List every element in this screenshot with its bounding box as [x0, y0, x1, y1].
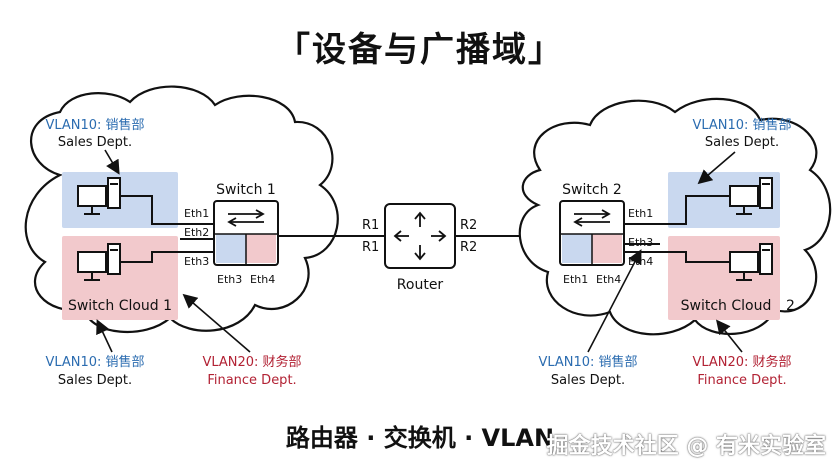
- right-top-dept-label: Sales Dept.: [705, 135, 779, 150]
- left-finance-pc-icon: [77, 243, 121, 281]
- left-top-vlan-label: VLAN10: 销售部: [45, 117, 144, 133]
- right-sales-pc-icon: [729, 177, 773, 215]
- switch1-arrows-icon: [227, 209, 265, 227]
- switch2-port-vlan20: [592, 234, 622, 263]
- right-bottom-left-vlan: VLAN10: 销售部: [538, 354, 637, 370]
- switch1-label: Switch 1: [216, 182, 276, 198]
- switch2-arrows-icon: [573, 209, 611, 227]
- watermark-text: 掘金技术社区 @ 有米实验室: [546, 434, 826, 459]
- left-bottom-right-dept: Finance Dept.: [207, 373, 296, 388]
- left-bottom-right-vlan: VLAN20: 财务部: [202, 354, 301, 370]
- router-cross-arrows-icon: [393, 211, 447, 261]
- diagram-title: 「设备与广播域」: [276, 30, 564, 70]
- left-bottom-left-vlan: VLAN10: 销售部: [45, 354, 144, 370]
- left-top-dept-label: Sales Dept.: [58, 135, 132, 150]
- right-cloud-label: Switch Cloud: [681, 298, 772, 314]
- switch1-eth1-label: Eth1: [184, 207, 209, 220]
- switch2-label: Switch 2: [562, 182, 622, 198]
- right-bottom-left-dept: Sales Dept.: [551, 373, 625, 388]
- switch1-port-vlan10: [216, 234, 246, 263]
- switch2-port-vlan10: [562, 234, 592, 263]
- router-label: Router: [397, 277, 444, 293]
- switch1-port-vlan20: [246, 234, 276, 263]
- right-bottom-right-vlan: VLAN20: 财务部: [692, 354, 791, 370]
- right-bottom-right-dept: Finance Dept.: [697, 373, 786, 388]
- switch1-port-b-label: Eth4: [250, 273, 275, 286]
- left-sales-pc-icon: [77, 177, 121, 215]
- router-r2-bottom: R2: [460, 240, 477, 255]
- switch2-eth3-label: Eth3: [628, 236, 653, 249]
- left-bottom-left-dept: Sales Dept.: [58, 373, 132, 388]
- router-r2-top: R2: [460, 218, 477, 233]
- switch1-port-a-label: Eth3: [217, 273, 242, 286]
- right-cloud-number: 2: [786, 298, 795, 314]
- switch2-port-b-label: Eth4: [596, 273, 621, 286]
- diagram-subtitle: 路由器 · 交换机 · VLAN: [285, 424, 555, 452]
- right-finance-pc-icon: [729, 243, 773, 281]
- left-cloud-label: Switch Cloud 1: [68, 298, 172, 314]
- router-r1-top: R1: [362, 218, 379, 233]
- switch2-eth4-label: Eth4: [628, 255, 653, 268]
- switch2-eth1-label: Eth1: [628, 207, 653, 220]
- switch1-eth3-label: Eth3: [184, 255, 209, 268]
- router-body: [384, 203, 456, 269]
- right-top-vlan-label: VLAN10: 销售部: [692, 117, 791, 133]
- switch1-eth2-label: Eth2: [184, 226, 209, 239]
- router-r1-bottom: R1: [362, 240, 379, 255]
- switch2-port-a-label: Eth1: [563, 273, 588, 286]
